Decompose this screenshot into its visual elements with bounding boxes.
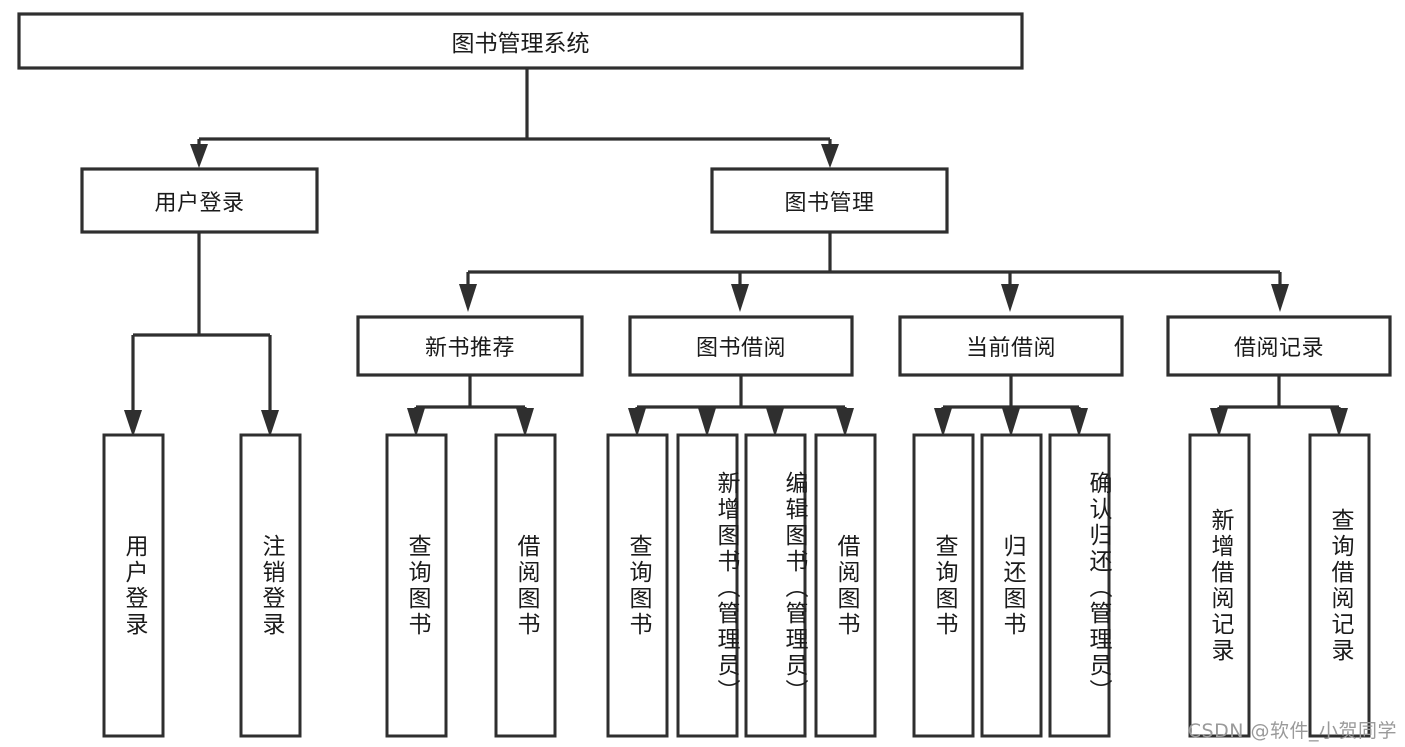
arrowhead-leaf-user-login-2 <box>261 410 279 437</box>
node-box-book-borrow[interactable] <box>628 315 854 377</box>
node-box-user-login[interactable] <box>80 167 319 234</box>
node-box-current-borrow[interactable] <box>898 315 1124 377</box>
node-box-new-book-recommend[interactable] <box>356 315 584 377</box>
node-box-leaf-nbr-query-book[interactable] <box>385 433 448 738</box>
node-box-leaf-bb-query-book[interactable] <box>606 433 669 738</box>
node-box-leaf-cb-return-book[interactable] <box>980 433 1043 738</box>
node-box-leaf-cb-query-book[interactable] <box>912 433 975 738</box>
arrowhead-to-book-manage <box>821 144 839 168</box>
arrowhead-leaf-br-1 <box>1210 408 1228 437</box>
arrowhead-leaf-cb-3 <box>1070 408 1088 437</box>
arrowhead-leaf-user-login-1 <box>124 410 142 437</box>
node-box-leaf-user-login[interactable] <box>102 433 165 738</box>
arrowhead-leaf-cb-2 <box>1002 408 1020 437</box>
node-box-book-manage[interactable] <box>710 167 949 234</box>
node-box-borrow-record[interactable] <box>1166 315 1392 377</box>
arrowhead-leaf-bb-1 <box>628 408 646 437</box>
arrowhead-to-book-borrow <box>731 284 749 312</box>
node-box-leaf-cb-confirm-return[interactable] <box>1048 433 1111 738</box>
arrowhead-to-user-login <box>190 144 208 168</box>
arrowhead-leaf-bb-3 <box>766 408 784 437</box>
arrowhead-leaf-bb-2 <box>698 408 716 437</box>
arrowhead-leaf-br-2 <box>1330 408 1348 437</box>
watermark-text: CSDN @软件_小贺同学 <box>1187 720 1397 742</box>
node-box-leaf-logout[interactable] <box>239 433 302 738</box>
node-box-leaf-br-query-record[interactable] <box>1308 433 1371 738</box>
node-box-leaf-br-add-record[interactable] <box>1188 433 1251 738</box>
arrowhead-leaf-cb-1 <box>934 408 952 437</box>
node-box-leaf-bb-borrow-book[interactable] <box>814 433 877 738</box>
node-box-root[interactable] <box>17 12 1024 70</box>
arrowhead-leaf-nbr-2 <box>516 408 534 437</box>
arrowhead-to-new-book <box>459 284 477 312</box>
arrowhead-leaf-nbr-1 <box>407 408 425 437</box>
node-box-leaf-bb-edit-book[interactable] <box>744 433 807 738</box>
arrowhead-to-borrow-record <box>1271 284 1289 312</box>
arrowhead-leaf-bb-4 <box>836 408 854 437</box>
node-box-leaf-nbr-borrow-book[interactable] <box>494 433 557 738</box>
node-box-leaf-bb-add-book[interactable] <box>676 433 739 738</box>
arrowhead-to-current-borrow <box>1001 284 1019 312</box>
